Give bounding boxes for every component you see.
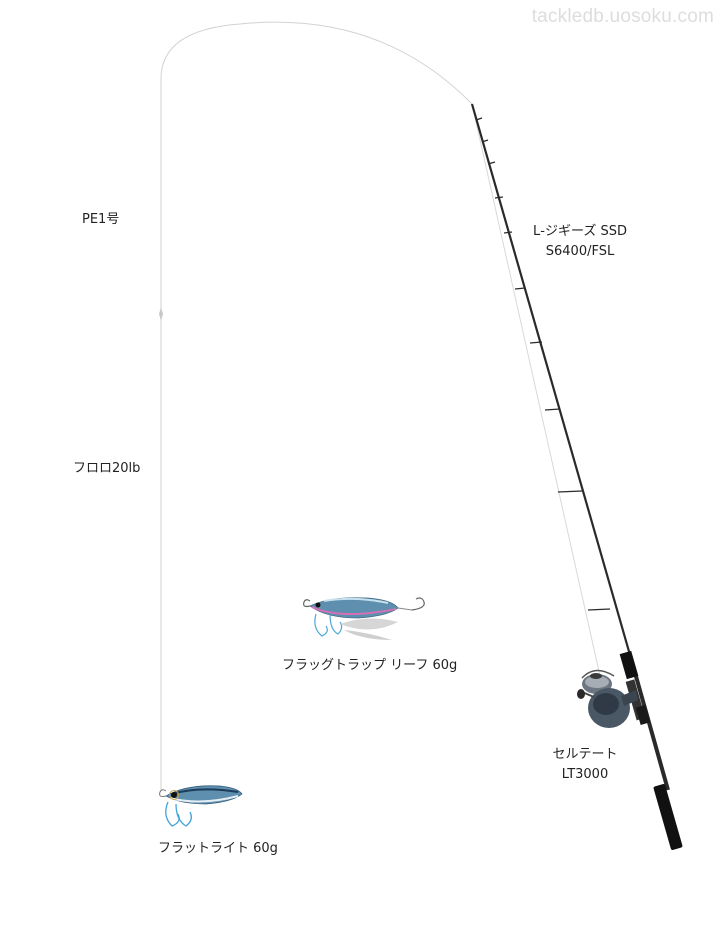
knot-icon bbox=[159, 307, 163, 321]
lure-flatlight-label: フラットライト 60g bbox=[158, 841, 278, 856]
guide bbox=[587, 608, 611, 611]
lure-flagtrap-blade bbox=[344, 630, 392, 640]
rod-seat-ring bbox=[635, 704, 651, 726]
main-line bbox=[160, 21, 473, 790]
lure-flatlight-assist-hook-icon bbox=[175, 803, 192, 827]
guide bbox=[503, 231, 513, 234]
line-through-guides bbox=[471, 103, 601, 677]
main-line-label: PE1号 bbox=[82, 212, 120, 227]
lure-flatlight-eye-icon bbox=[171, 792, 177, 798]
guide bbox=[494, 196, 504, 199]
reel-name-line2: LT3000 bbox=[561, 767, 609, 782]
hook-icon bbox=[303, 599, 311, 608]
lure-flagtrap-assist-hook-icon bbox=[329, 613, 343, 635]
reel-name-line1: セルテート bbox=[552, 747, 618, 762]
lure-flatlight-stripe bbox=[171, 788, 239, 795]
guide bbox=[544, 408, 561, 411]
guide bbox=[475, 117, 483, 121]
hook-icon bbox=[159, 789, 167, 797]
hook-icon bbox=[411, 597, 425, 611]
lure-flagtrap-label: フラッグトラップ リーフ 60g bbox=[282, 658, 458, 673]
lure-flagtrap-assist-hook-icon bbox=[314, 613, 328, 637]
reel-bail-icon bbox=[581, 669, 615, 679]
lure-flatlight-eye-ring bbox=[169, 790, 179, 800]
reel-handle-knob-icon bbox=[577, 689, 585, 699]
rod-foregrip bbox=[619, 650, 639, 680]
lure-flagtrap-eye-icon bbox=[315, 602, 321, 608]
rod-name-line2: S6400/FSL bbox=[545, 244, 615, 259]
lure-flagtrap-body bbox=[309, 597, 399, 619]
rod-name-line1: L‐ジギーズ SSD bbox=[533, 224, 627, 239]
lure-flagtrap-blade bbox=[340, 618, 398, 630]
rod-guides bbox=[475, 117, 611, 611]
lure-flagtrap-back bbox=[323, 597, 389, 604]
reel-rotor bbox=[593, 693, 619, 715]
reel-label: セルテート LT3000 bbox=[535, 745, 635, 785]
rod bbox=[470, 103, 683, 850]
guide bbox=[529, 341, 543, 344]
reel-spool-lip bbox=[585, 676, 609, 688]
guide bbox=[557, 490, 583, 493]
rod-blank bbox=[470, 103, 632, 656]
guide bbox=[487, 161, 496, 165]
guide bbox=[481, 139, 489, 143]
watermark: tackledb.uosoku.com bbox=[531, 6, 714, 27]
lure-flagtrap bbox=[303, 597, 425, 640]
lure-flagtrap-belly bbox=[311, 606, 397, 615]
lure-flatlight bbox=[159, 785, 243, 827]
rod-rear-grip bbox=[653, 784, 683, 850]
reel-foot bbox=[621, 690, 638, 706]
leader-line-label: フロロ20lb bbox=[73, 461, 141, 476]
lure-flagtrap-rear-ring bbox=[397, 607, 413, 611]
reel bbox=[577, 669, 638, 728]
guide bbox=[514, 287, 526, 290]
reel-drag-knob bbox=[590, 673, 602, 679]
rod-label: L‐ジギーズ SSD S6400/FSL bbox=[520, 222, 640, 262]
